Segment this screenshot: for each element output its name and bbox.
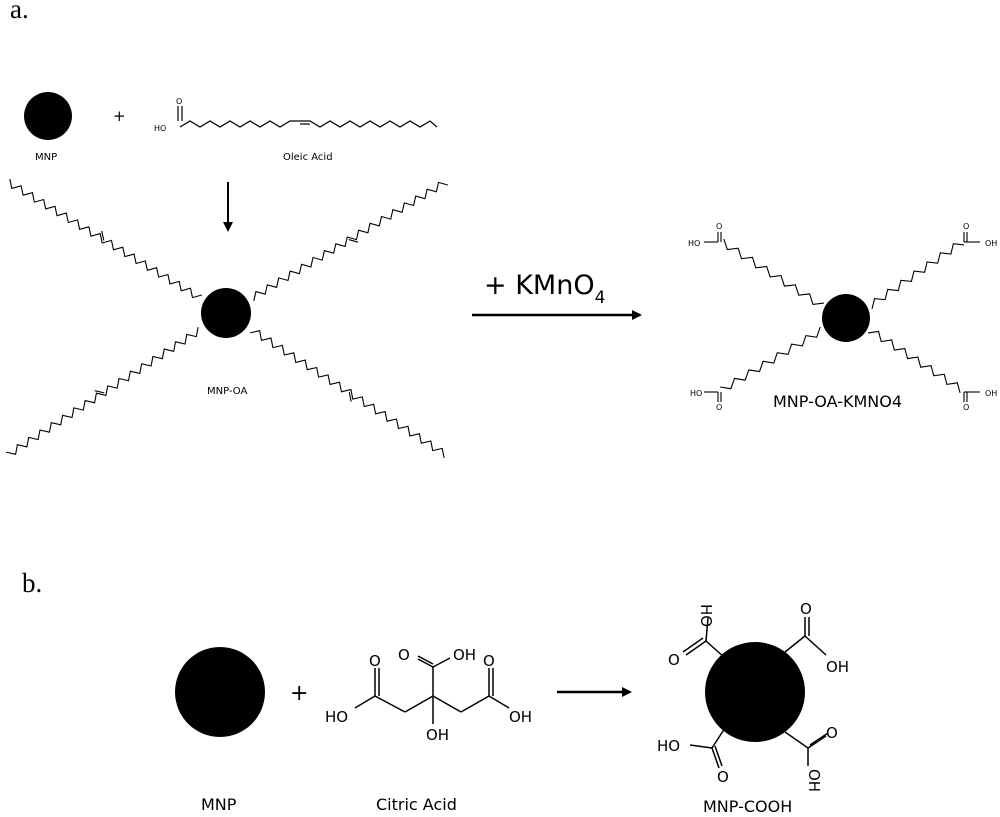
mnp-label-b: MNP (201, 795, 237, 814)
citric-acid-structure (354, 655, 510, 724)
mnp-particle-a (24, 92, 72, 140)
mnp-particle-b (175, 647, 265, 737)
citric-o-top: O (398, 646, 410, 664)
mnp-cooh-groups (682, 617, 829, 769)
product-a-ho-bl: HO (690, 389, 702, 398)
plus-sign-b: + (290, 681, 308, 706)
oleic-acid-label: Oleic Acid (283, 152, 333, 163)
panel-b-label: b. (22, 568, 42, 598)
cooh-oh-bottom: OH (805, 769, 823, 792)
mnp-cooh-particle (705, 642, 805, 742)
oa-chain-bottom-right-double-bond (348, 392, 352, 402)
cooh-o-topleft: O (668, 651, 680, 669)
product-a-chain-top-left (723, 238, 824, 305)
mnp-oa-kmno4-label: MNP-OA-KMNO4 (773, 392, 902, 411)
citric-oh-bottom: OH (426, 726, 449, 744)
oleic-ho-text: HO (154, 124, 166, 133)
product-a-o-bl: O (716, 403, 722, 412)
citric-oh-top: OH (453, 646, 476, 664)
oa-chain-top-left (9, 178, 202, 299)
product-a-oh-br: OH (985, 389, 997, 398)
product-a-o-br: O (963, 403, 969, 412)
cooh-oh-right: OH (826, 658, 849, 676)
product-a-oh-tr: OH (985, 239, 997, 248)
cooh-o-bottomright: O (826, 724, 838, 742)
product-a-chain-top-right (871, 243, 965, 310)
oa-chain-top-right (253, 181, 448, 302)
product-a-ho-tl: HO (688, 239, 700, 248)
mnp-cooh-label: MNP-COOH (703, 797, 792, 816)
product-a-chain-bottom-right (868, 330, 961, 394)
product-a-o-tr: O (963, 222, 969, 231)
oleic-o-text: O (176, 97, 182, 106)
mnp-oa-chains (5, 178, 448, 459)
oa-chain-bottom-left (5, 326, 199, 455)
citric-acid-label: Citric Acid (376, 795, 457, 814)
product-a-o-tl: O (716, 222, 722, 231)
citric-o-right: O (483, 652, 495, 670)
oa-chain-bottom-right (249, 330, 445, 459)
product-a-chain-bottom-left (720, 326, 821, 390)
oleic-acid-structure (177, 106, 438, 128)
kmno4-reagent-label: + KMnO4 (484, 270, 605, 308)
cooh-ho-top: HO (697, 604, 715, 627)
cooh-o-topright: O (800, 600, 812, 618)
mnp-label-a: MNP (35, 152, 57, 163)
cooh-o-bottomleft: O (717, 768, 729, 786)
mnp-oa-particle (201, 288, 251, 338)
plus-sign-a: + (113, 107, 126, 125)
product-a-chains (704, 232, 980, 402)
oa-chain-top-left-double-bond (101, 230, 105, 241)
cooh-ho-bottomleft: HO (657, 737, 680, 755)
citric-ho-left: HO (325, 708, 348, 726)
citric-o-left: O (369, 652, 381, 670)
oa-chain-bottom-left-double-bond (94, 390, 105, 394)
mnp-oa-kmno4-particle (822, 294, 870, 342)
mnp-oa-label: MNP-OA (207, 386, 248, 397)
panel-a-label: a. (10, 0, 29, 24)
oa-chain-top-right-double-bond (348, 239, 359, 243)
citric-oh-right: OH (509, 708, 532, 726)
